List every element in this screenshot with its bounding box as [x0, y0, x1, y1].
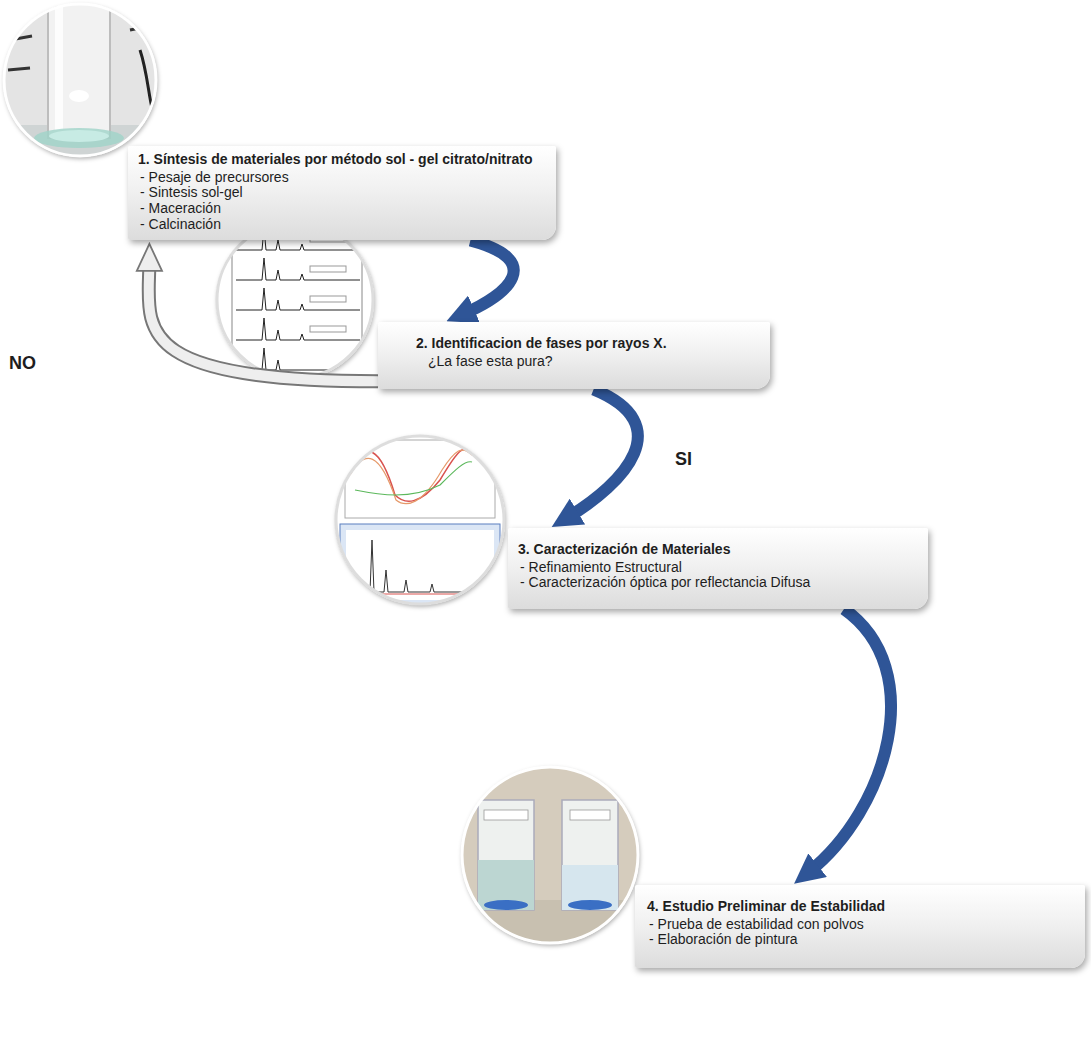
flow-arrow — [808, 609, 891, 873]
arrow-line — [808, 609, 891, 873]
step-title: 4. Estudio Preliminar de Estabilidad — [647, 899, 1073, 915]
step-item: ¿La fase esta pura? — [416, 354, 758, 370]
step-box: 4. Estudio Preliminar de Estabilidad - Pr… — [635, 885, 1085, 968]
step-item: - Caracterización óptica por reflectanci… — [518, 575, 916, 591]
synthesis-photo — [0, 0, 160, 165]
edge-label: NO — [6, 352, 39, 375]
step-box: 1. Síntesis de materiales por método sol… — [128, 146, 556, 240]
flow-arrow — [463, 240, 514, 314]
arrow-line — [149, 260, 378, 381]
flow-arrow — [149, 260, 378, 381]
step-item: - Elaboración de pintura — [647, 932, 1073, 948]
step-title: 3. Caracterización de Materiales — [518, 542, 916, 558]
arrow-line — [463, 240, 514, 314]
stability-photo — [460, 765, 640, 945]
characterization-photo — [335, 435, 505, 605]
step-item: - Pesaje de precursores — [138, 170, 546, 186]
step-item: - Sintesis sol-gel — [138, 185, 546, 201]
arrow-outline — [149, 260, 378, 381]
step-item: - Prueba de estabilidad con polvos — [647, 917, 1073, 933]
step-title: 2. Identificacion de fases por rayos X. — [416, 336, 758, 352]
step-title: 1. Síntesis de materiales por método sol… — [138, 152, 546, 168]
step-item: - Calcinación — [138, 217, 546, 233]
step-item: - Refinamiento Estructural — [518, 560, 916, 576]
arrow-line — [567, 389, 638, 517]
flow-arrow — [567, 389, 638, 517]
step-box: 2. Identificacion de fases por rayos X. ¿… — [378, 322, 770, 389]
edge-label: SI — [672, 448, 695, 471]
step-box: 3. Caracterización de Materiales - Refina… — [508, 528, 928, 609]
step-item: - Maceración — [138, 201, 546, 217]
xrd-photo — [216, 221, 374, 379]
